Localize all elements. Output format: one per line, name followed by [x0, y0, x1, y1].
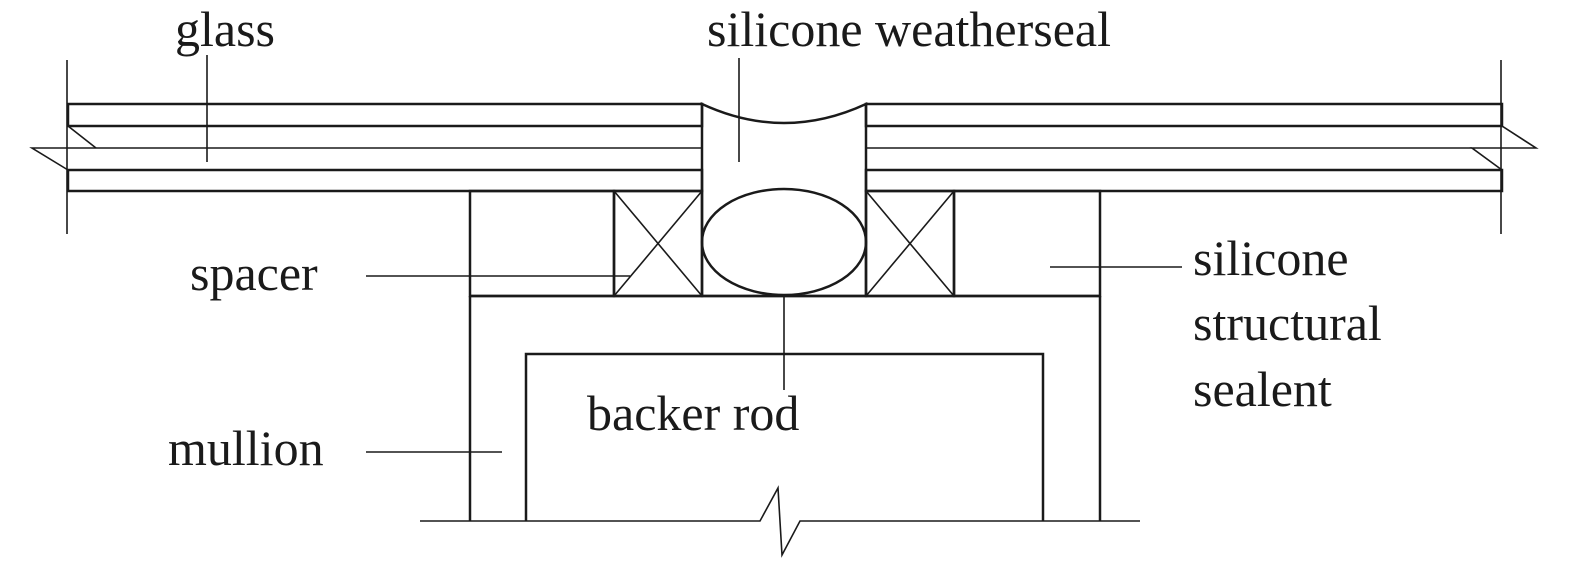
structural-sealant-left	[468, 189, 616, 298]
glass-left-break	[29, 147, 96, 171]
structural-sealant-right	[952, 189, 1102, 298]
label-glass: glass	[175, 1, 275, 57]
leader-lines	[206, 55, 1182, 453]
label-structural-sealant-line2: structural	[1193, 295, 1382, 351]
glass-right	[864, 60, 1539, 234]
glass-right-inner-pane	[864, 168, 1504, 193]
label-mullion: mullion	[168, 420, 324, 476]
glass-left	[29, 60, 704, 234]
spacer-left-diag-b	[613, 190, 703, 297]
mullion-shape	[420, 294, 1140, 558]
mullion-break-line	[420, 485, 1140, 558]
silicone-weatherseal-shape	[700, 102, 868, 298]
label-spacer: spacer	[190, 245, 318, 301]
label-structural-sealant-line1: silicone	[1193, 230, 1349, 286]
label-silicone-weatherseal: silicone weatherseal	[707, 1, 1111, 57]
spacer-right	[864, 189, 956, 298]
glass-left-break-top	[67, 125, 97, 149]
backer-rod-shape	[700, 187, 868, 297]
label-structural-sealant-line3: sealent	[1193, 361, 1332, 417]
spacer-right-diag-b	[865, 190, 955, 297]
glass-right-break	[1469, 125, 1539, 171]
labels: glass silicone weatherseal spacer silico…	[168, 1, 1382, 476]
spacer-left	[612, 189, 704, 298]
label-backer-rod: backer rod	[587, 385, 799, 441]
glass-left-inner-pane	[66, 168, 704, 193]
glass-left-outer-pane	[66, 102, 704, 128]
glass-right-outer-pane	[864, 102, 1504, 128]
